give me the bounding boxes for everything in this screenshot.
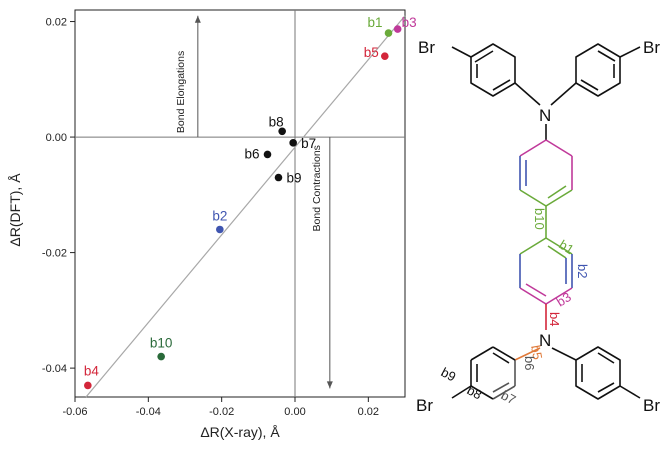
point-label-b6: b6 [244,146,259,161]
bond-top-n-left [514,82,541,106]
x-tick-label: -0.02 [209,406,234,418]
data-point-b2 [216,225,224,234]
br-bottom-right: Br [643,396,660,415]
y-tick-label: -0.04 [42,363,67,375]
bond-label-b6: b6 [522,356,537,370]
bond-label-b8: b8 [465,382,485,402]
data-points: b1 b3 b5 b8 b7 b6 b9 b2 b10 b4 [84,15,417,390]
data-point-b5 [381,52,389,61]
bond-label-b10: b10 [532,208,547,230]
data-point-b3 [393,25,402,33]
bond-label-b9: b9 [439,364,459,384]
x-tick-label: -0.06 [62,406,87,418]
lower-biphenyl-ring [519,237,573,305]
point-label-b1: b1 [367,15,382,30]
molecular-structure [451,43,641,400]
y-tick-label: 0.02 [46,17,67,29]
annotation-label: Bond Contractions [311,145,323,231]
br-top-left: Br [418,38,435,57]
point-label-b4: b4 [84,363,100,378]
y-tick-label: 0.00 [46,132,67,144]
br-top-right: Br [643,38,660,57]
bond-label-b5: b5 [528,344,545,361]
bond-label-b7: b7 [499,387,519,407]
bond-label-b3: b3 [554,289,574,309]
bottom-left-phenyl [451,346,516,400]
annotation-arrow-head [194,15,201,23]
point-label-b2: b2 [212,208,227,223]
n-bottom: N [539,331,551,350]
bond-labels: b10 b1 b2 b3 b4 b5 b6 b7 b8 b9 [439,208,590,407]
annotation-arrow-head [326,381,333,389]
bond-bottom-n-left [514,347,541,361]
x-axis-ticks: -0.06 -0.04 -0.02 0.00 0.02 [62,397,379,418]
point-label-b7: b7 [301,136,316,151]
annotation-label: Bond Elongations [175,51,187,133]
point-label-b8: b8 [269,114,284,129]
x-tick-label: 0.00 [284,406,305,418]
x-tick-label: 0.02 [358,406,379,418]
n-top: N [539,106,551,125]
y-axis-ticks: -0.04 -0.02 0.00 0.02 [42,17,75,375]
x-axis-label: ΔR(X-ray), Å [200,424,280,440]
point-label-b10: b10 [150,336,173,351]
upper-biphenyl-ring [519,139,573,207]
fit-line [85,15,406,398]
point-label-b3: b3 [402,15,417,30]
bond-label-b4: b4 [547,312,562,326]
plot-frame [74,9,406,398]
data-point-b9 [274,173,283,182]
bond-label-b1: b1 [556,237,576,257]
top-right-phenyl [575,43,641,97]
x-tick-label: -0.04 [136,406,161,418]
data-point-b10 [157,352,165,361]
scatter-chart: -0.04 -0.02 0.00 0.02 -0.06 -0.04 -0.02 0.00 0.… [7,9,417,440]
top-left-phenyl [451,43,516,97]
bond-bottom-n-right [551,347,577,361]
data-point-b8 [278,127,286,136]
data-point-b7 [289,139,297,147]
br-bottom-left: Br [416,396,433,415]
bond-top-n-right [550,82,577,106]
bottom-right-phenyl [575,346,641,400]
point-label-b9: b9 [287,171,302,186]
bond-label-b2: b2 [575,264,590,278]
point-label-b5: b5 [364,45,379,60]
data-point-b4 [84,381,92,390]
y-tick-label: -0.02 [42,248,67,260]
data-point-b6 [263,150,272,159]
y-axis-label: ΔR(DFT), Å [7,173,23,247]
data-point-b1 [384,29,393,37]
atom-labels: Br Br N N Br Br [416,38,660,415]
